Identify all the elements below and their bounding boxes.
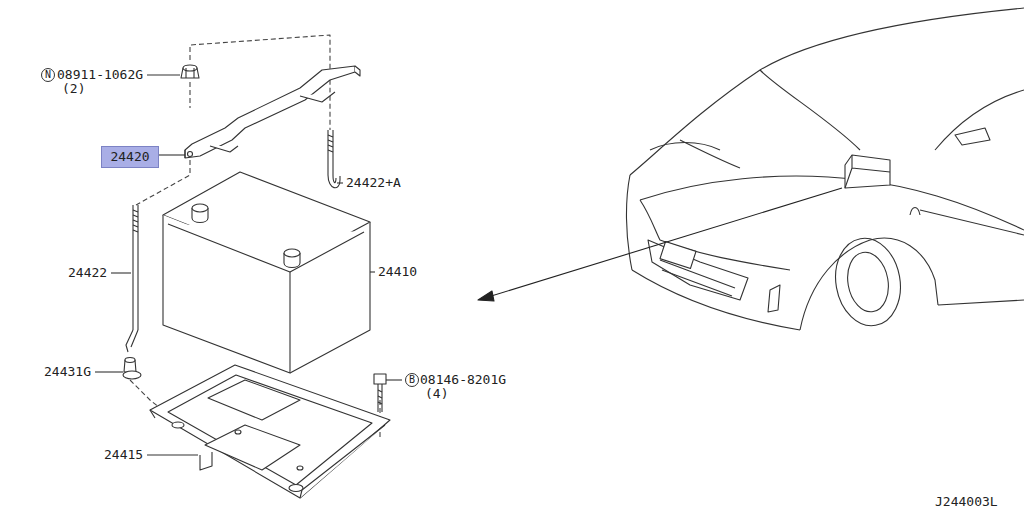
circled-letter: N bbox=[41, 68, 55, 82]
node-text: 24420 bbox=[110, 150, 149, 164]
battery-tray bbox=[150, 365, 390, 498]
part-number: 24415 bbox=[104, 448, 143, 462]
node-text: N bbox=[45, 70, 51, 80]
car-outline bbox=[626, 8, 1024, 331]
circled-letter: B bbox=[405, 373, 419, 387]
part-number-highlight: 24420 bbox=[101, 146, 159, 168]
diagram-code: J244003L bbox=[935, 495, 998, 509]
hold-down-bracket bbox=[185, 66, 360, 158]
hook-rod bbox=[126, 205, 138, 352]
part-number: 24422 bbox=[68, 266, 107, 280]
leader-lines bbox=[95, 75, 402, 455]
part-number: 08911-1062G bbox=[57, 68, 143, 82]
battery bbox=[163, 172, 370, 373]
nut bbox=[181, 65, 199, 78]
quantity: (2) bbox=[62, 82, 85, 96]
location-arrow bbox=[478, 188, 842, 301]
part-number: 08146-8201G bbox=[420, 373, 506, 387]
bolt bbox=[123, 358, 141, 380]
part-number: 24431G bbox=[44, 365, 91, 379]
hook-rod bbox=[328, 130, 340, 188]
node-text: B bbox=[409, 375, 415, 385]
part-number: 24410 bbox=[378, 265, 417, 279]
part-number: 24422+A bbox=[346, 176, 401, 190]
quantity: (4) bbox=[425, 387, 448, 401]
bolt bbox=[374, 374, 386, 412]
